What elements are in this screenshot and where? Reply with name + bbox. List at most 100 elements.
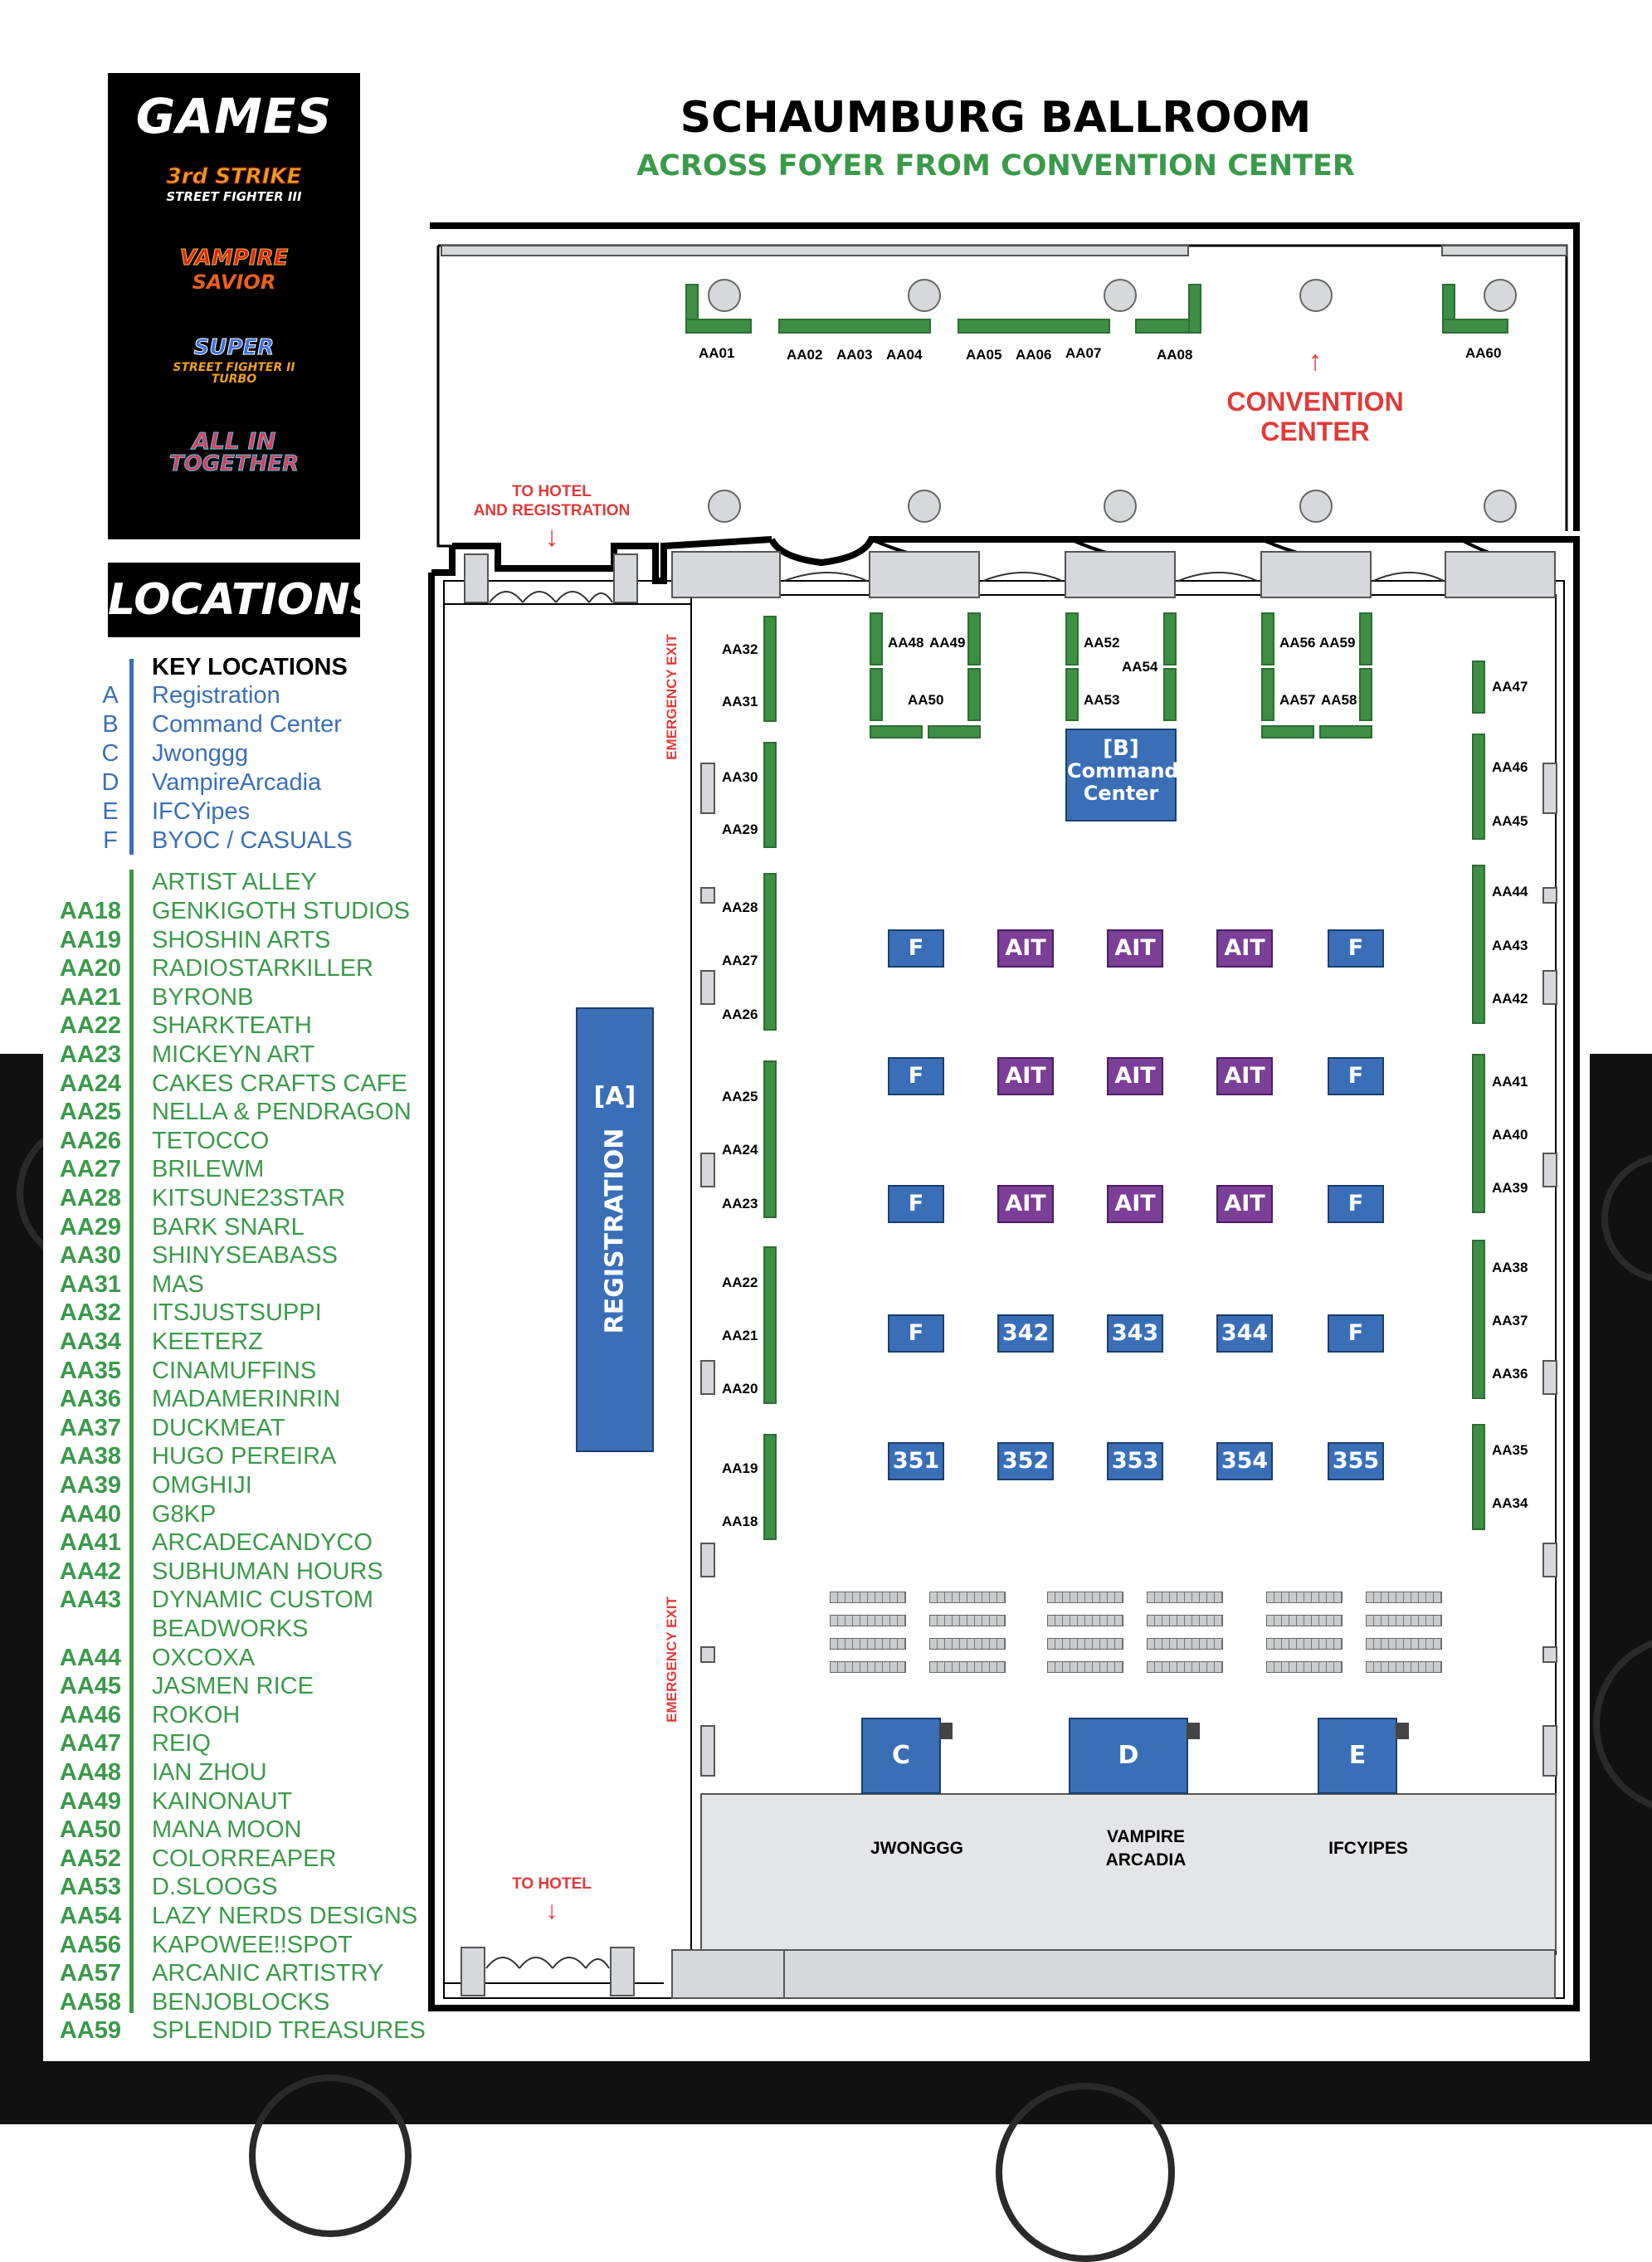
games-title: GAMES — [135, 88, 333, 144]
seat-row — [1366, 1638, 1442, 1650]
station-ait[interactable]: AIT — [997, 929, 1054, 968]
artist-name: BRILEWM — [152, 1156, 265, 1183]
station-353[interactable]: 353 — [1107, 1442, 1163, 1480]
booth-table — [1261, 612, 1274, 665]
booth-table — [1472, 1054, 1485, 1213]
booth-label: AA40 — [1492, 1127, 1528, 1143]
station-f[interactable]: F — [888, 929, 944, 968]
artist-item: BEADWORKS — [152, 1616, 426, 1644]
booth-label: AA48 — [888, 635, 924, 651]
column — [708, 279, 741, 312]
station-352[interactable]: 352 — [997, 1442, 1054, 1480]
artist-name: ROKOH — [152, 1701, 241, 1728]
command-center[interactable]: [B] Command Center — [1065, 729, 1179, 821]
booth-label: AA53 — [1084, 692, 1120, 708]
booth-label: AA25 — [722, 1089, 758, 1104]
seat-row — [1047, 1592, 1123, 1603]
booth-label: AA02 — [787, 347, 823, 363]
stage-c[interactable]: C — [861, 1718, 941, 1794]
booth-table — [958, 319, 1110, 334]
artist-name: KAPOWEE!!SPOT — [152, 1931, 353, 1958]
station-f[interactable]: F — [1328, 929, 1384, 968]
artist-code: AA29 — [59, 1213, 122, 1241]
artist-name: SHINYSEABASS — [152, 1242, 339, 1270]
booth-table — [1442, 319, 1508, 334]
artist-name: RADIOSTARKILLER — [152, 955, 373, 982]
booth-label: AA44 — [1492, 884, 1528, 899]
column — [908, 490, 941, 523]
station-f[interactable]: F — [888, 1057, 944, 1095]
station-ait[interactable]: AIT — [1216, 1185, 1273, 1223]
artist-code: AA34 — [59, 1328, 122, 1355]
game-logo-all-in-together: ALL IN TOGETHER — [168, 427, 300, 476]
artist-code: AA22 — [59, 1012, 122, 1040]
seat-row — [1047, 1661, 1123, 1673]
booth-table — [1472, 1424, 1485, 1530]
station-354[interactable]: 354 — [1216, 1442, 1273, 1480]
station-355[interactable]: 355 — [1328, 1442, 1384, 1480]
station-ait[interactable]: AIT — [997, 1185, 1054, 1223]
booth-table — [1472, 661, 1485, 714]
booth-label: AA31 — [722, 694, 758, 709]
station-342[interactable]: 342 — [997, 1314, 1054, 1353]
booth-table — [763, 742, 777, 848]
station-ait[interactable]: AIT — [1107, 1185, 1163, 1223]
station-f[interactable]: F — [1328, 1185, 1384, 1223]
artist-name: COLORREAPER — [152, 1845, 337, 1872]
station-f[interactable]: F — [1328, 1314, 1384, 1353]
booth-table — [778, 319, 931, 334]
booth-label: AA45 — [1492, 813, 1528, 829]
game-logo-vampire-savior: VAMPIRE SAVIOR — [179, 246, 289, 294]
station-f[interactable]: F — [888, 1185, 944, 1223]
station-351[interactable]: 351 — [888, 1442, 944, 1480]
booth-label: AA60 — [1465, 345, 1502, 361]
station-ait[interactable]: AIT — [1107, 1057, 1163, 1095]
booth-label: AA41 — [1492, 1074, 1528, 1090]
booth-label: AA35 — [1492, 1442, 1528, 1458]
station-ait[interactable]: AIT — [997, 1057, 1054, 1095]
station-ait[interactable]: AIT — [1107, 929, 1163, 968]
artist-code: AA46 — [59, 1701, 122, 1728]
artist-name: TETOCCO — [152, 1127, 270, 1154]
stage-d-name-2: ARCADIA — [1105, 1850, 1187, 1870]
stage-e[interactable]: E — [1318, 1718, 1397, 1794]
station-344[interactable]: 344 — [1216, 1314, 1273, 1353]
emergency-exit-label: EMERGENCY EXIT — [664, 1597, 680, 1723]
artist-name: KEETERZ — [152, 1328, 263, 1355]
station-f[interactable]: F — [888, 1314, 944, 1353]
booth-label: AA59 — [1319, 635, 1356, 651]
artist-code: AA26 — [59, 1127, 122, 1154]
booth-label: AA24 — [722, 1142, 758, 1158]
stage-c-name: JWONGGG — [870, 1839, 963, 1858]
artist-code: AA21 — [59, 983, 122, 1011]
station-343[interactable]: 343 — [1107, 1314, 1163, 1353]
station-ait[interactable]: AIT — [1216, 1057, 1273, 1095]
artist-name: CINAMUFFINS — [152, 1357, 317, 1384]
station-ait[interactable]: AIT — [1216, 929, 1273, 968]
station-f[interactable]: F — [1328, 1057, 1384, 1095]
registration-area[interactable]: [A] REGISTRATION — [576, 1007, 654, 1452]
stage-d[interactable]: D — [1069, 1718, 1188, 1794]
game-logo-super-sf2-turbo: SUPER STREET FIGHTER II TURBO — [173, 335, 295, 386]
booth-label: AA50 — [908, 692, 944, 708]
booth-label: AA03 — [836, 347, 873, 363]
key-name: BYOC / CASUALS — [152, 827, 353, 854]
column — [1104, 279, 1137, 312]
column — [1484, 279, 1517, 312]
artist-name: CAKES CRAFTS CAFE — [152, 1070, 407, 1097]
